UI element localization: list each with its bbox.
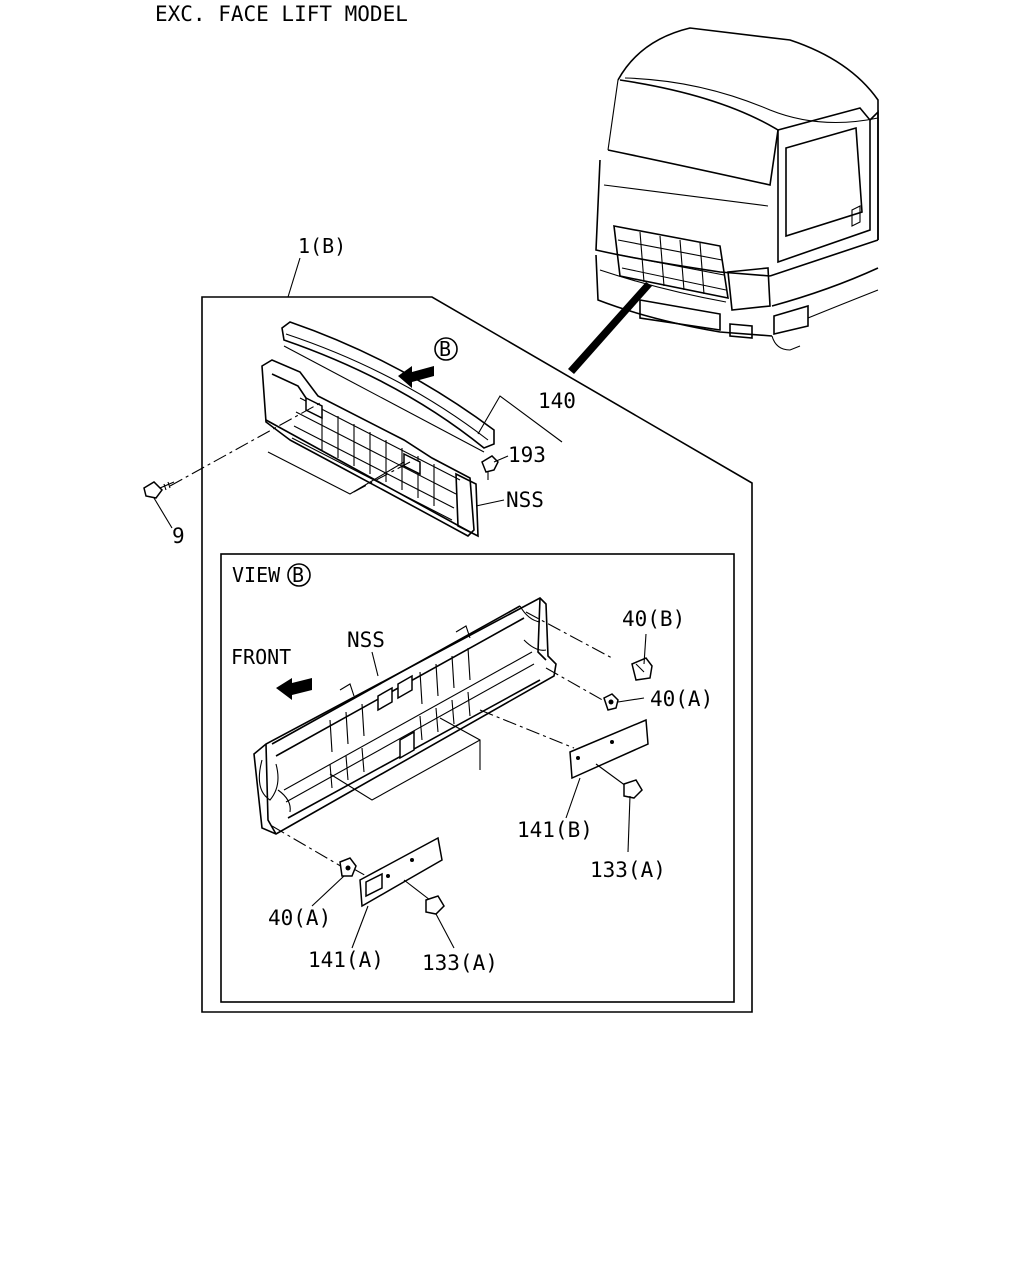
diagram-title: EXC. FACE LIFT MODEL [155, 2, 408, 26]
view-b-marker-top: B [434, 337, 458, 361]
callout-141b: 141(B) [517, 818, 593, 842]
leader-nss-view [371, 651, 379, 677]
leader-140 [477, 395, 563, 443]
leader-40a-right [617, 697, 645, 703]
leader-141a [351, 905, 369, 949]
callout-1b: 1(B) [298, 234, 346, 258]
leader-nss-top [475, 499, 505, 507]
leader-dash-40b [525, 611, 613, 659]
leader-133a-right [627, 795, 631, 853]
callout-40b: 40(B) [622, 607, 685, 631]
screw-133a-left-icon [403, 879, 445, 915]
plate-141a-icon [359, 836, 443, 908]
front-arrow-icon [276, 678, 312, 700]
view-title-text: VIEW [232, 563, 281, 587]
leader-133a-left [435, 913, 455, 949]
front-label: FRONT [231, 645, 291, 669]
callout-40a-left: 40(A) [268, 906, 331, 930]
view-b-title: VIEW B [232, 563, 311, 587]
marker-b-top: B [439, 337, 451, 361]
clip-40b-icon [631, 657, 653, 681]
nut-40a-right-icon [603, 693, 619, 711]
callout-40a-right: 40(A) [650, 687, 713, 711]
callout-141a: 141(A) [308, 948, 384, 972]
callout-133a-right: 133(A) [590, 858, 666, 882]
plate-141b-icon [569, 718, 649, 780]
nut-40a-left-icon [339, 857, 357, 877]
callout-9: 9 [172, 524, 185, 548]
screw-133a-right-icon [595, 763, 643, 799]
callout-193: 193 [508, 443, 546, 467]
screw-9-icon [143, 481, 175, 529]
callout-nss-top: NSS [506, 488, 544, 512]
grille-rear-view [253, 597, 557, 835]
callout-140: 140 [538, 389, 576, 413]
assembly-outline [201, 257, 753, 1013]
callout-133a-left: 133(A) [422, 951, 498, 975]
leader-40a-left [311, 875, 345, 907]
leader-dash-141b [479, 709, 575, 749]
leader-dash-40a-left [271, 825, 345, 869]
grille-assembly-exploded [169, 321, 499, 538]
callout-nss-view: NSS [347, 628, 385, 652]
leader-dash-40a-right [545, 667, 607, 703]
view-b-frame [220, 553, 735, 1003]
view-title-marker: B [292, 563, 304, 587]
leader-141b [565, 777, 581, 819]
truck-cab-illustration [568, 27, 879, 374]
leader-40b [643, 633, 647, 665]
leader-193 [493, 455, 509, 463]
